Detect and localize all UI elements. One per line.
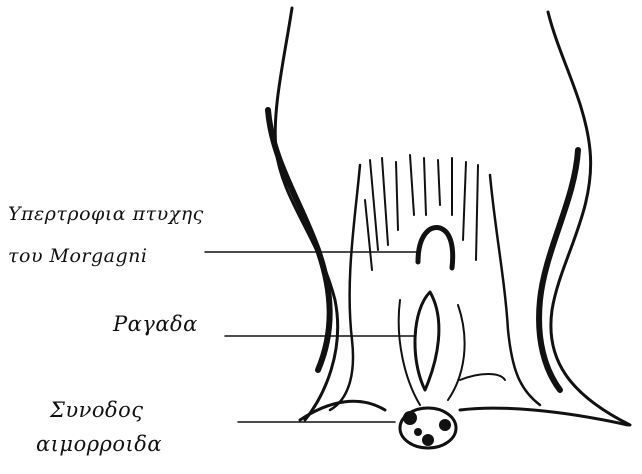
hypertrophic-papilla	[418, 227, 453, 268]
label-hypertrophic-papilla-line2: του Morgagni	[8, 245, 147, 267]
fissure-fold	[460, 374, 505, 380]
label-sentinel-pile-line1: Συνοδος	[50, 398, 144, 422]
right-inner-wall	[490, 175, 540, 405]
label-sentinel-pile-line2: αιμορροιδα	[36, 432, 162, 456]
fissure-outer	[399, 300, 465, 405]
label-fissure: Ραγαδα	[113, 312, 198, 336]
left-outer-wall	[275, 8, 337, 420]
left-outer-wall-shade	[268, 110, 330, 370]
sentinel-pile	[400, 408, 456, 448]
label-hypertrophic-papilla-line1: Υπερτροφια πτυχης	[8, 203, 204, 225]
left-inner-wall	[330, 165, 360, 410]
fissure-outline	[415, 292, 439, 390]
right-outer-wall-shade	[539, 150, 578, 390]
